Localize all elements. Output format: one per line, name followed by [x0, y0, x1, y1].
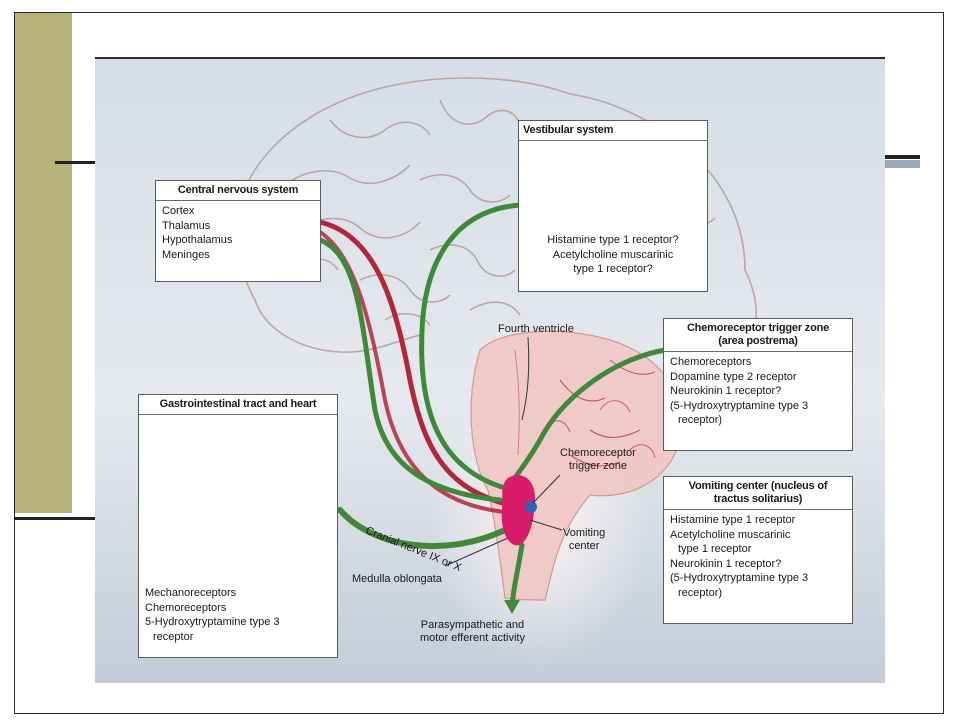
vestibular-box: Vestibular system Histamine type 1 recep… — [518, 120, 708, 292]
vc-item: Acetylcholine muscarinic — [670, 528, 846, 543]
vestibular-box-items: Histamine type 1 receptor? Acetylcholine… — [519, 141, 707, 281]
vomiting-center-label-line: Vomiting — [563, 527, 605, 540]
ctz-item: Neurokinin 1 receptor? — [670, 384, 846, 399]
ctz-box-title: Chemoreceptor trigger zone (area postrem… — [664, 319, 852, 352]
vomiting-center-label: Vomiting center — [563, 527, 605, 553]
ctz-label: Chemoreceptor trigger zone — [560, 447, 636, 473]
vc-box-items: Histamine type 1 receptor Acetylcholine … — [664, 510, 852, 604]
ctz-item: receptor) — [670, 413, 846, 428]
efferent-label-line: Parasympathetic and — [420, 619, 525, 632]
efferent-label: Parasympathetic and motor efferent activ… — [420, 619, 525, 645]
vc-box: Vomiting center (nucleus of tractus soli… — [663, 476, 853, 624]
ctz-item: Dopamine type 2 receptor — [670, 370, 846, 385]
vestibular-box-title: Vestibular system — [519, 121, 707, 141]
vc-box-title-line: Vomiting center (nucleus of — [668, 480, 848, 493]
ctz-box-title-line: Chemoreceptor trigger zone — [668, 322, 848, 335]
cns-item: Thalamus — [162, 219, 314, 234]
ctz-box: Chemoreceptor trigger zone (area postrem… — [663, 318, 853, 451]
ctz-label-line: trigger zone — [560, 460, 636, 473]
vestibular-item: type 1 receptor? — [525, 262, 701, 277]
vc-box-title: Vomiting center (nucleus of tractus soli… — [664, 477, 852, 510]
gi-box: Gastrointestinal tract and heart Mechano… — [138, 394, 338, 658]
ctz-box-title-line: (area postrema) — [668, 335, 848, 348]
cns-item: Meninges — [162, 248, 314, 263]
cns-item: Cortex — [162, 204, 314, 219]
ctz-box-items: Chemoreceptors Dopamine type 2 receptor … — [664, 352, 852, 432]
gi-item: receptor — [145, 630, 280, 645]
vc-item: (5-Hydroxytryptamine type 3 — [670, 571, 846, 586]
vomiting-center-label-line: center — [563, 540, 605, 553]
gi-item: 5-Hydroxytryptamine type 3 — [145, 615, 280, 630]
vc-item: Histamine type 1 receptor — [670, 513, 846, 528]
gi-item: Chemoreceptors — [145, 601, 280, 616]
cns-item: Hypothalamus — [162, 233, 314, 248]
ctz-item: (5-Hydroxytryptamine type 3 — [670, 399, 846, 414]
cns-box-title: Central nervous system — [156, 181, 320, 201]
cns-box: Central nervous system Cortex Thalamus H… — [155, 180, 321, 282]
vc-box-title-line: tractus solitarius) — [668, 493, 848, 506]
ctz-item: Chemoreceptors — [670, 355, 846, 370]
vc-item: Neurokinin 1 receptor? — [670, 557, 846, 572]
fourth-ventricle-label: Fourth ventricle — [498, 323, 574, 336]
gi-box-title: Gastrointestinal tract and heart — [139, 395, 337, 415]
medulla-label: Medulla oblongata — [352, 573, 442, 586]
efferent-label-line: motor efferent activity — [420, 632, 525, 645]
gi-item: Mechanoreceptors — [145, 586, 280, 601]
vc-item: receptor) — [670, 586, 846, 601]
vc-item: type 1 receptor — [670, 542, 846, 557]
ctz-dot — [525, 501, 537, 513]
vestibular-item: Acetylcholine muscarinic — [525, 248, 701, 263]
gi-box-items: Mechanoreceptors Chemoreceptors 5-Hydrox… — [139, 583, 286, 648]
vestibular-item: Histamine type 1 receptor? — [525, 233, 701, 248]
cns-box-items: Cortex Thalamus Hypothalamus Meninges — [156, 201, 320, 266]
ctz-label-line: Chemoreceptor — [560, 447, 636, 460]
